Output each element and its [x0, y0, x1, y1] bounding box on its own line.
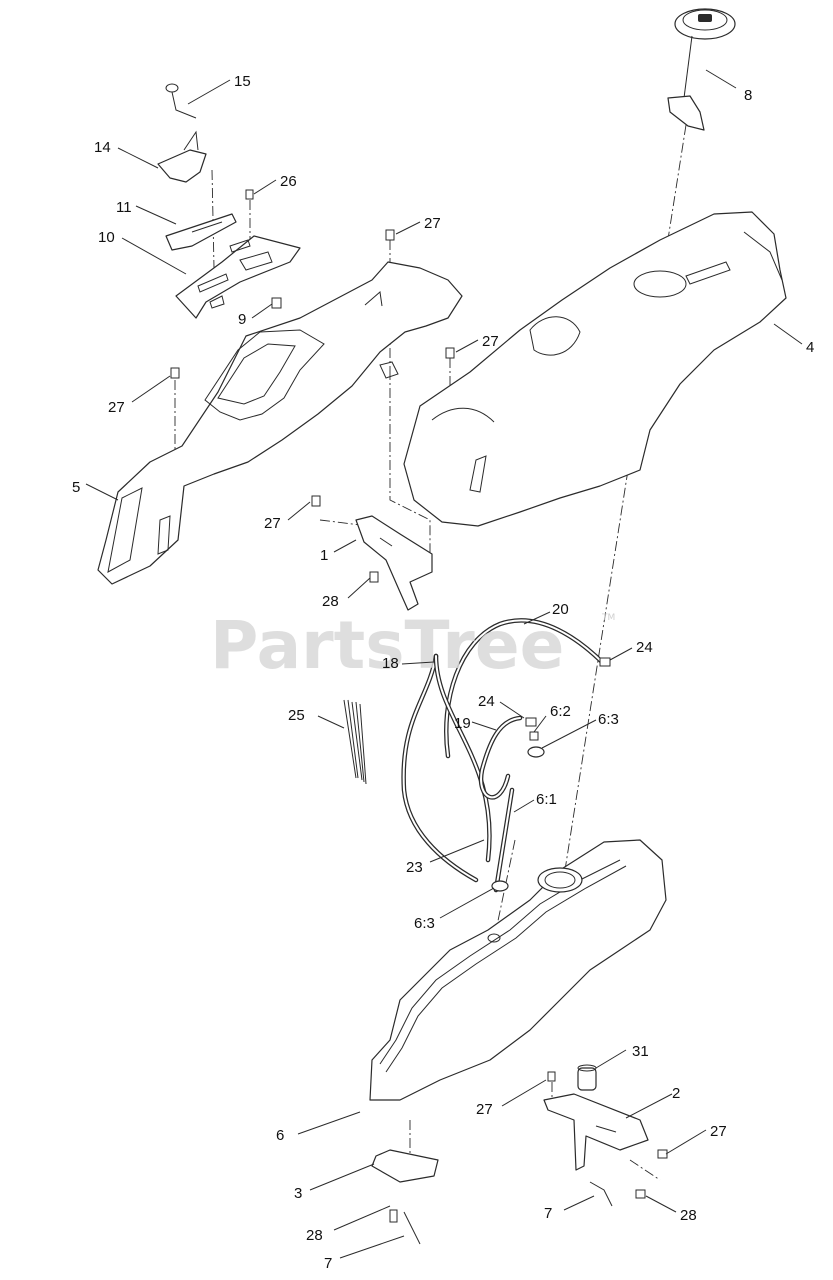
callout-1: 1 — [320, 547, 328, 564]
svg-text:PartsTree: PartsTree — [210, 607, 564, 684]
callout-10: 10 — [98, 229, 115, 246]
callout-6-2: 6:2 — [550, 703, 571, 720]
callout-28-a: 28 — [322, 593, 339, 610]
hose-part-18 — [401, 653, 492, 883]
callout-28-c: 28 — [306, 1227, 323, 1244]
callout-5: 5 — [72, 479, 80, 496]
right-fender-part-4 — [403, 211, 787, 527]
clip-part-7-left — [403, 1211, 421, 1245]
clip-part-9 — [271, 297, 282, 309]
callout-3: 3 — [294, 1185, 302, 1202]
callout-6: 6 — [276, 1127, 284, 1144]
bolt-part-27-upper — [170, 229, 455, 379]
left-console-panel-part-5 — [97, 261, 463, 585]
gasket-part-11 — [165, 213, 237, 251]
callout-14: 14 — [94, 139, 111, 156]
callout-8: 8 — [744, 87, 752, 104]
grommets-part-6-3 — [491, 746, 545, 892]
callout-27-a: 27 — [424, 215, 441, 232]
leader-lines — [85, 69, 803, 1259]
tube-part-6-1 — [493, 787, 515, 893]
callout-27-b: 27 — [482, 333, 499, 350]
callout-23: 23 — [406, 859, 423, 876]
watermark: PartsTree TM — [210, 607, 615, 684]
fittings-part-24 — [525, 657, 611, 727]
callout-24-b: 24 — [478, 693, 495, 710]
callout-15: 15 — [234, 73, 251, 90]
callout-7-a: 7 — [544, 1205, 552, 1222]
callout-6-3-b: 6:3 — [414, 915, 435, 932]
cable-ties-part-25 — [343, 699, 367, 785]
bolt-part-27-bracket — [311, 495, 379, 583]
callout-27-d: 27 — [264, 515, 281, 532]
hose-part-19 — [478, 715, 523, 800]
callout-27-e: 27 — [476, 1101, 493, 1118]
callout-18: 18 — [382, 655, 399, 672]
fuel-cap-part-8 — [667, 8, 736, 131]
callout-6-3-a: 6:3 — [598, 711, 619, 728]
callout-20: 20 — [552, 601, 569, 618]
control-plate-part-10 — [175, 235, 301, 319]
assembly-guide-lines — [174, 124, 687, 1181]
bracket-part-1 — [355, 515, 433, 611]
lever-bracket-part-14 — [157, 130, 207, 183]
callout-2: 2 — [672, 1085, 680, 1102]
bumper-part-31 — [577, 1064, 597, 1091]
bracket-part-2 — [543, 1093, 649, 1171]
bolts-lower-right — [547, 1071, 668, 1199]
callout-7-b: 7 — [324, 1255, 332, 1272]
fitting-part-6-2 — [529, 731, 539, 741]
bolt-part-28-lower — [389, 1209, 398, 1223]
callout-labels: 15 14 26 11 10 9 27 8 27 4 27 5 27 1 28 … — [72, 73, 814, 1272]
callout-19: 19 — [454, 715, 471, 732]
lever-knob-part-15 — [165, 83, 197, 119]
fuel-tank-part-6 — [369, 839, 667, 1101]
bracket-part-3 — [371, 1149, 439, 1183]
callout-9: 9 — [238, 311, 246, 328]
callout-6-1: 6:1 — [536, 791, 557, 808]
callout-24-a: 24 — [636, 639, 653, 656]
callout-26: 26 — [280, 173, 297, 190]
callout-25: 25 — [288, 707, 305, 724]
callout-27-c: 27 — [108, 399, 125, 416]
callout-31: 31 — [632, 1043, 649, 1060]
clip-part-7-right — [589, 1181, 613, 1207]
callout-11: 11 — [116, 199, 132, 216]
callout-27-f: 27 — [710, 1123, 727, 1140]
svg-text:TM: TM — [601, 613, 615, 623]
callout-4: 4 — [806, 339, 814, 356]
bolt-part-26 — [245, 189, 254, 200]
callout-28-b: 28 — [680, 1207, 697, 1224]
